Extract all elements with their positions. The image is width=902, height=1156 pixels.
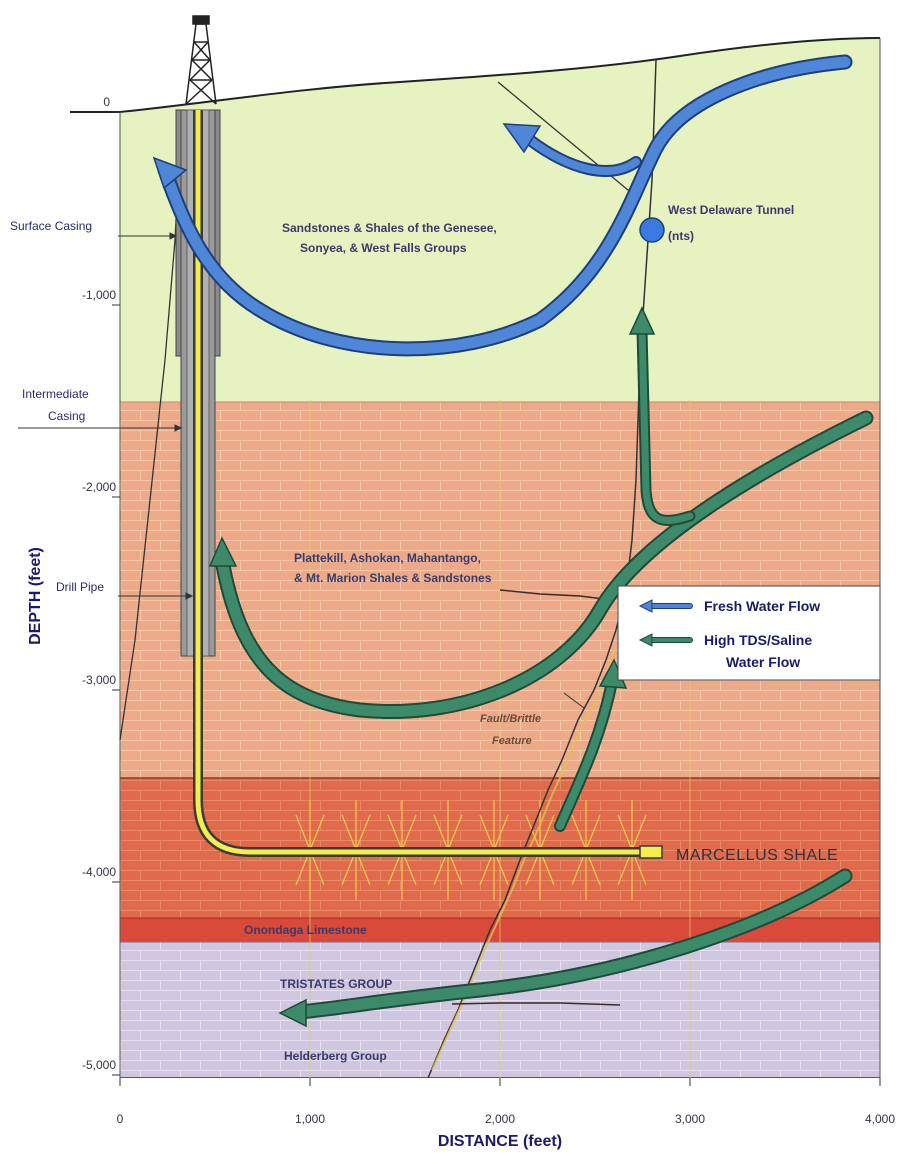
y-tick-5000: -5,000 <box>82 1058 116 1072</box>
y-tick-2000: -2,000 <box>82 480 116 494</box>
x-axis-ticks <box>119 1078 881 1086</box>
fresh-water-flow-arrows <box>152 54 853 357</box>
tristates-label: TRISTATES GROUP <box>280 977 392 991</box>
x-tick-0: 0 <box>117 1112 124 1126</box>
tunnel-label-1: West Delaware Tunnel <box>668 203 794 217</box>
drilling-rig-icon <box>185 15 217 105</box>
upper-formation-label-1: Sandstones & Shales of the Genesee, <box>282 221 497 235</box>
upper-formation-label-2: Sonyea, & West Falls Groups <box>300 241 467 255</box>
x-tick-3000: 3,000 <box>675 1112 705 1126</box>
y-axis-title: DEPTH (feet) <box>27 547 44 645</box>
y-tick-4000: -4,000 <box>82 865 116 879</box>
x-tick-1000: 1,000 <box>295 1112 325 1126</box>
y-tick-3000: -3,000 <box>82 673 116 687</box>
onondaga-label: Onondaga Limestone <box>244 923 367 937</box>
y-tick-0: 0 <box>103 95 110 109</box>
drill-pipe <box>195 110 660 855</box>
west-delaware-tunnel <box>639 217 665 243</box>
legend-fresh-label: Fresh Water Flow <box>704 598 820 614</box>
middle-formation-label-1: Plattekill, Ashokan, Mahantango, <box>294 551 481 565</box>
fault-line <box>427 59 657 1079</box>
y-tick-1000: -1,000 <box>82 288 116 302</box>
legend-saline-label-1: High TDS/Saline <box>704 632 812 648</box>
middle-formation-label-2: & Mt. Marion Shales & Sandstones <box>294 571 492 585</box>
x-axis-title: DISTANCE (feet) <box>438 1133 562 1150</box>
x-tick-4000: 4,000 <box>865 1112 895 1126</box>
tunnel-label-2: (nts) <box>668 229 694 243</box>
x-tick-2000: 2,000 <box>485 1112 515 1126</box>
surface-casing-label: Surface Casing <box>10 219 92 233</box>
saline-water-flow-arrows <box>208 306 874 1028</box>
drill-pipe-label: Drill Pipe <box>56 580 104 594</box>
helderberg-label: Helderberg Group <box>284 1049 387 1063</box>
y-axis-ticks <box>112 111 120 1076</box>
fault-label-2: Feature <box>492 735 532 747</box>
marcellus-shale-label: MARCELLUS SHALE <box>676 847 838 864</box>
legend-saline-label-2: Water Flow <box>726 654 800 670</box>
legend: Fresh Water Flow High TDS/Saline Water F… <box>617 585 881 681</box>
ground-surface <box>70 37 881 113</box>
intermediate-casing-label-2: Casing <box>48 409 85 423</box>
intermediate-casing-label-1: Intermediate <box>22 387 89 401</box>
fault-label-1: Fault/Brittle <box>480 713 541 725</box>
lateral-end <box>639 845 663 859</box>
